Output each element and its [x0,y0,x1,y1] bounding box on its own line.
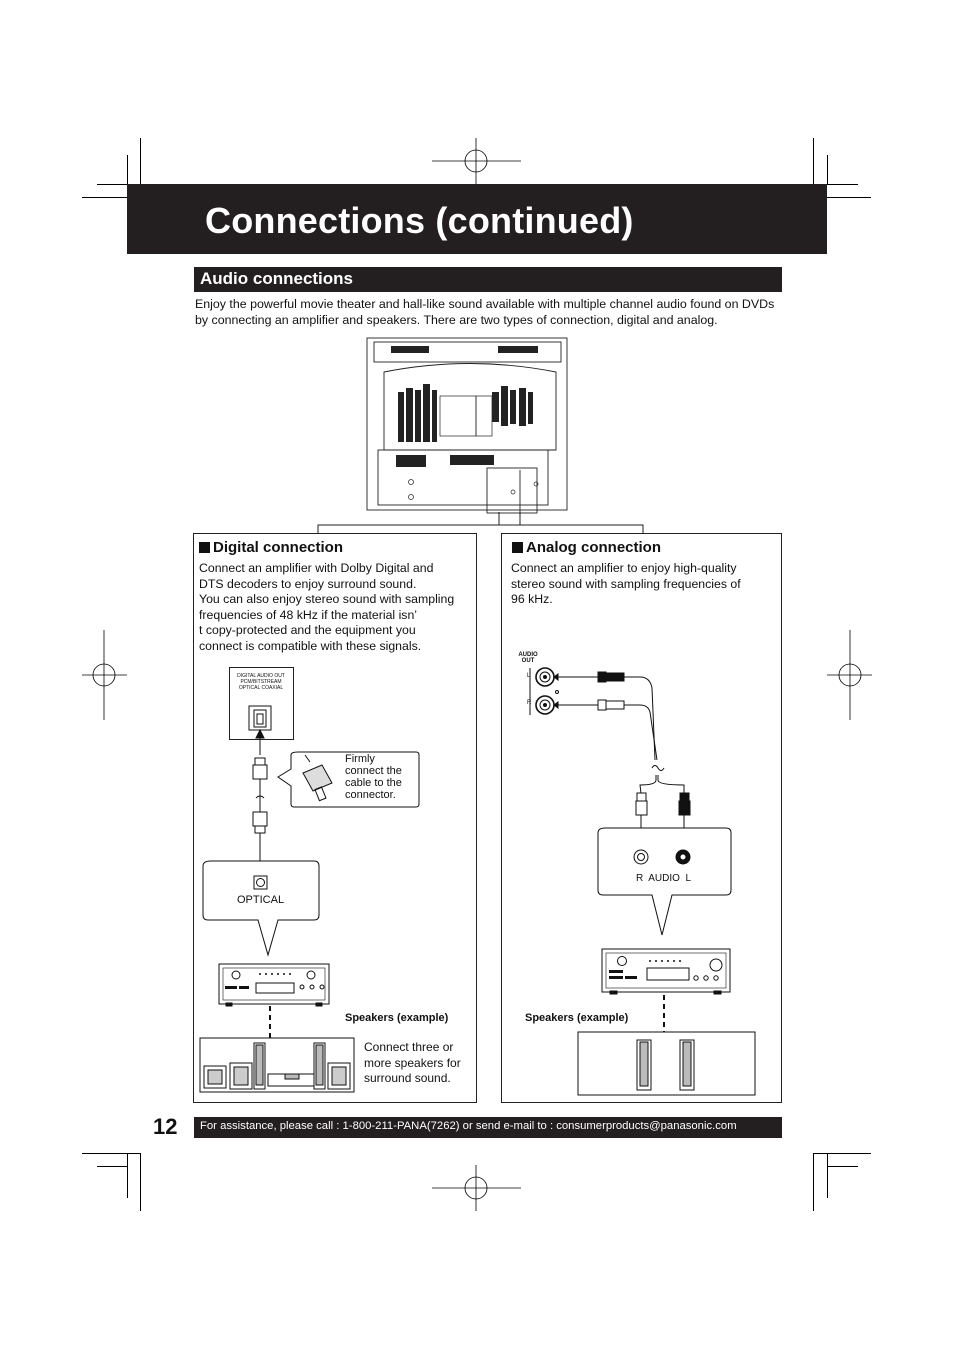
footer-assistance-text: For assistance, please call : 1-800-211-… [200,1120,737,1132]
amplifier-digital [218,963,330,1007]
digital-connection-heading: Digital connection [199,539,343,556]
optical-input-label: OPTICAL [237,894,285,906]
square-bullet-icon [512,542,523,553]
audio-out-r-label: R [527,700,532,706]
page-title: Connections (continued) [205,200,634,241]
analog-connection-heading: Analog connection [512,539,661,556]
audio-out-label: AUDIO OUT [518,652,538,664]
section-heading-bar [194,267,782,292]
speakers-analog [577,1031,756,1096]
digital-connection-text: Connect an amplifier with Dolby Digital … [199,561,455,653]
section-heading: Audio connections [200,269,353,288]
digital-audio-out-jack-panel [229,667,294,740]
amplifier-analog [601,948,731,995]
title-bar [127,184,827,254]
analog-speakers-label: Speakers (example) [525,1012,629,1024]
digital-audio-out-label: DIGITAL AUDIO OUT PCM/BITSTREAM OPTICAL … [237,673,285,691]
audio-out-l-label: L [527,673,531,679]
intro-paragraph: Enjoy the powerful movie theater and hal… [195,297,775,327]
page-number: 12 [153,1114,178,1139]
digital-speakers-label: Speakers (example) [345,1012,449,1024]
firmly-connect-callout-text: Firmly connect the cable to the connecto… [345,753,402,801]
amp-audio-input-label: R AUDIO L [636,873,692,884]
speakers-digital [199,1037,355,1093]
speakers-note: Connect three or more speakers for surro… [364,1040,461,1085]
digital-connection-panel [193,533,477,1103]
square-bullet-icon [199,542,210,553]
footer-bar [194,1117,782,1138]
analog-connection-text: Connect an amplifier to enjoy high-quali… [511,561,741,606]
